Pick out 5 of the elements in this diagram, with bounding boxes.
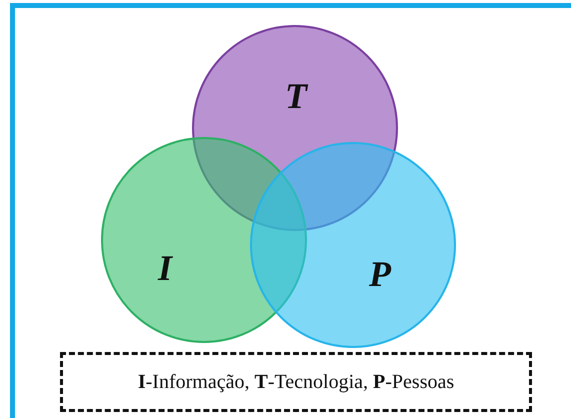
set-letter: I bbox=[158, 250, 172, 286]
legend-box bbox=[60, 352, 532, 412]
legend-text: I-Informação, T-Tecnologia, P-Pessoas bbox=[138, 370, 454, 394]
set-letter: T bbox=[285, 78, 307, 114]
set-letter: P bbox=[369, 256, 391, 292]
